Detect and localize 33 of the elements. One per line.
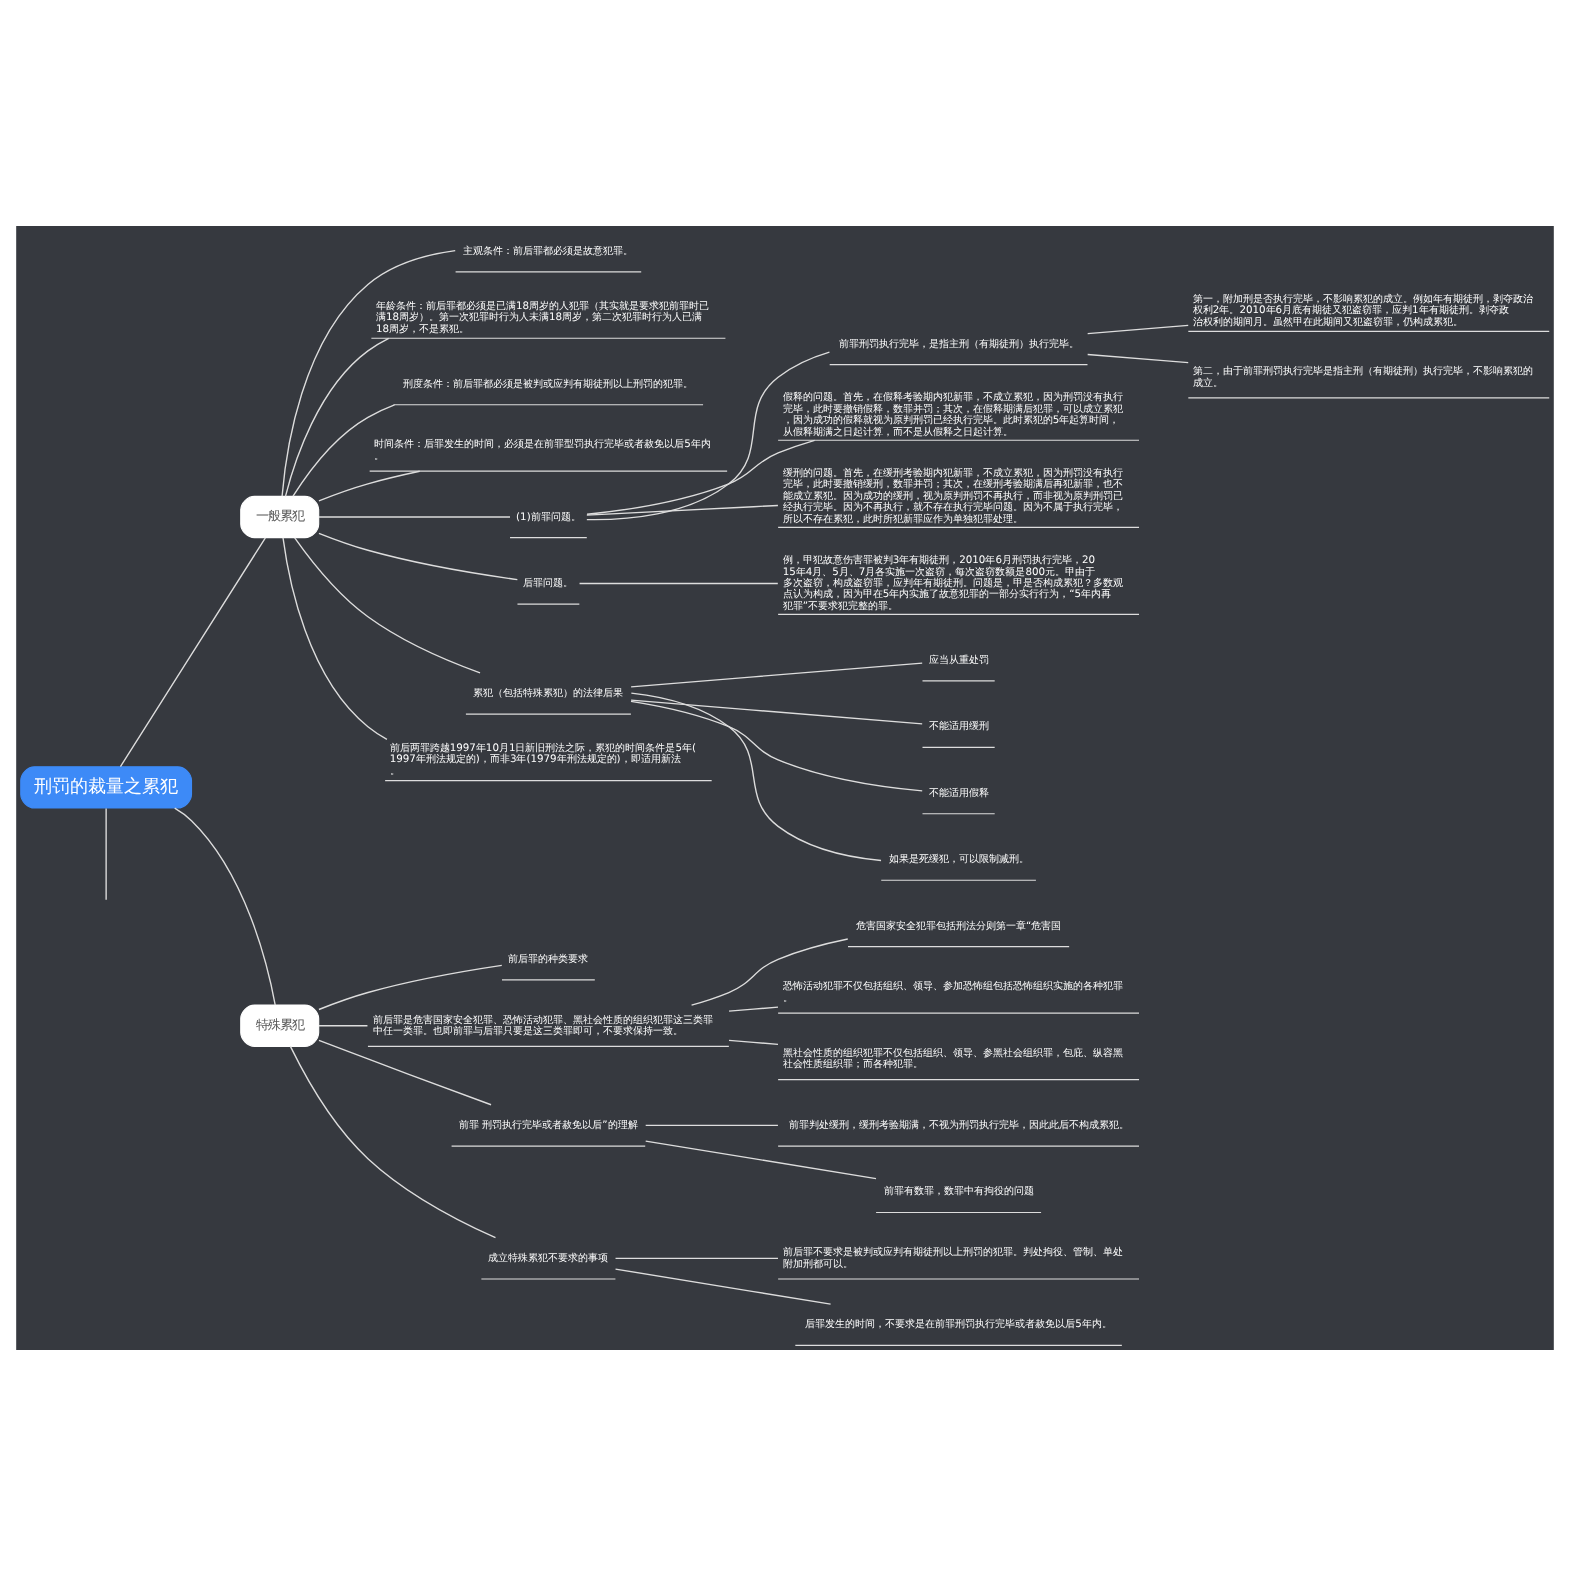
connector [586, 504, 779, 516]
node-box: 刑罚的裁量之累犯 [20, 766, 193, 809]
connector [174, 807, 276, 1006]
connector [728, 1006, 779, 1012]
connector [690, 938, 849, 1006]
connector [586, 351, 831, 521]
connector [630, 700, 923, 792]
connector [282, 537, 388, 740]
connector [318, 1025, 369, 1027]
connector [614, 1257, 779, 1260]
connector [119, 537, 267, 768]
connector [630, 699, 923, 725]
connector [614, 1268, 832, 1305]
connector [281, 249, 456, 497]
connector [728, 1039, 779, 1046]
connector [292, 404, 396, 497]
connector [630, 662, 923, 688]
connector [318, 516, 511, 518]
connector [318, 532, 519, 581]
connector [289, 1045, 497, 1239]
connector [578, 582, 779, 585]
connector [318, 470, 421, 502]
connector [645, 1124, 779, 1127]
connector [318, 1039, 492, 1106]
connector [318, 964, 503, 1011]
connector [586, 439, 816, 515]
connector [284, 337, 390, 498]
connector [645, 1140, 877, 1180]
connector [1087, 324, 1189, 335]
connector [294, 537, 481, 674]
connector [105, 807, 107, 901]
connector [1087, 353, 1189, 364]
connector [630, 692, 882, 862]
